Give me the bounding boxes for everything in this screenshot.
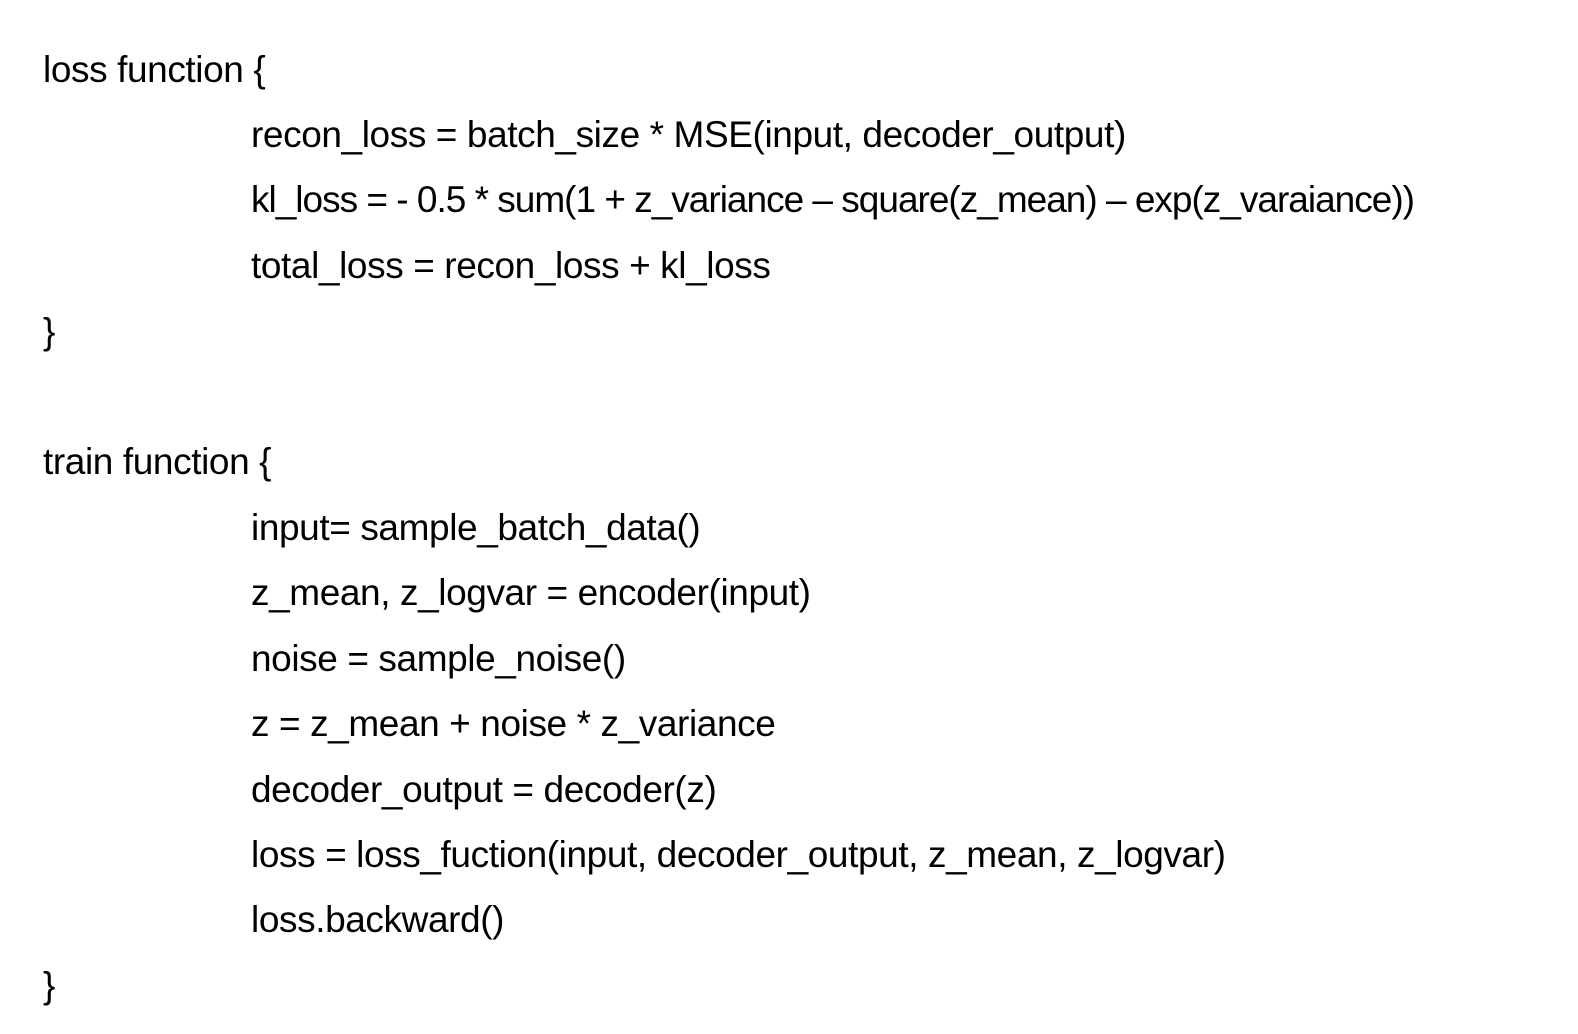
z-line: z = z_mean + noise * z_variance (251, 703, 776, 744)
loss-function-header: loss function { (43, 49, 266, 90)
kl-loss-line: kl_loss = - 0.5 * sum(1 + z_variance – s… (251, 179, 1415, 220)
input-line: input= sample_batch_data() (251, 507, 701, 548)
train-function-header: train function { (43, 441, 272, 482)
encoder-line: z_mean, z_logvar = encoder(input) (251, 572, 811, 613)
noise-line: noise = sample_noise() (251, 638, 626, 679)
loss-line: loss = loss_fuction(input, decoder_outpu… (251, 834, 1226, 875)
loss-function-closing-brace: } (43, 311, 55, 352)
backward-line: loss.backward() (251, 899, 505, 940)
train-function-closing-brace: } (43, 965, 55, 1006)
decoder-output-line: decoder_output = decoder(z) (251, 769, 717, 810)
recon-loss-line: recon_loss = batch_size * MSE(input, dec… (251, 114, 1126, 155)
total-loss-line: total_loss = recon_loss + kl_loss (251, 245, 771, 286)
